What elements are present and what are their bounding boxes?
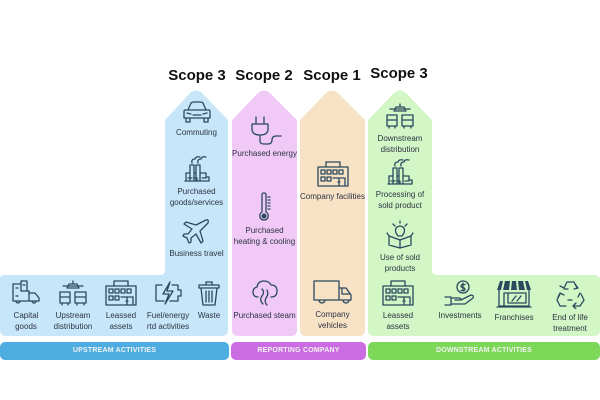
item-leased-assets-downstream: Leassed assets — [372, 279, 424, 332]
item-purchased-energy: Purchased energy — [232, 115, 297, 159]
car-icon — [182, 101, 211, 123]
item-processing-sold-product: Processing of sold product — [368, 158, 432, 211]
plug-icon — [250, 116, 282, 145]
downstream-activities-bar: DOWNSTREAM ACTIVITIES — [368, 342, 600, 360]
item-label: Purchased energy — [232, 149, 297, 158]
item-label: Use of sold products — [379, 253, 421, 273]
item-label: End of life treatment — [552, 313, 588, 333]
hand-coin-icon — [444, 280, 474, 306]
item-leased-assets-upstream: Leassed assets — [98, 279, 144, 332]
transport-icon — [386, 103, 414, 129]
heading-scope1: Scope 1 — [303, 67, 361, 84]
item-use-of-sold-products: Use of sold products — [368, 219, 432, 274]
item-purchased-goods: Purchased goods/services — [165, 155, 228, 208]
item-end-of-life: End of life treatment — [544, 279, 596, 334]
recycle-icon — [556, 281, 585, 309]
item-downstream-distribution: Downstream distribution — [368, 102, 432, 155]
item-business-travel: Business travel — [165, 217, 228, 259]
building-icon — [105, 280, 137, 306]
item-label: Waste — [197, 311, 221, 320]
item-company-vehicles: Company vehicles — [300, 278, 365, 331]
scope1-panel — [300, 90, 365, 336]
heading-scope2: Scope 2 — [235, 67, 293, 84]
item-purchased-steam: Purchased steam — [232, 277, 297, 321]
item-company-facilities: Company facilities — [300, 160, 365, 202]
item-commuting: Commuting — [165, 100, 228, 138]
truck-icon — [312, 280, 352, 304]
item-label: Purchased steam — [233, 311, 296, 320]
item-label: Processing of sold product — [375, 190, 425, 210]
item-waste: Waste — [192, 279, 226, 321]
item-label: Upstream distribution — [53, 311, 93, 331]
item-investments: Investments — [432, 279, 488, 321]
scope2-panel — [232, 90, 297, 336]
downstream-panel — [368, 90, 600, 336]
item-fuel-energy: Fuel/energy rtd activities — [144, 279, 192, 332]
item-label: Downstream distribution — [377, 134, 423, 154]
item-franchises: Franchises — [488, 279, 540, 323]
item-capital-goods: Capital goods — [2, 279, 50, 332]
reporting-company-bar: REPORTING COMPANY — [231, 342, 366, 360]
building-icon — [382, 280, 414, 306]
heading-scope3-downstream: Scope 3 — [370, 65, 428, 82]
item-label: Business travel — [169, 249, 224, 258]
lightbulb-box-icon — [386, 220, 414, 249]
factory-icon — [387, 159, 413, 185]
item-label: Capital goods — [13, 311, 39, 331]
heading-scope3-upstream: Scope 3 — [168, 67, 226, 84]
transport-icon — [59, 280, 87, 306]
item-label: Fuel/energy rtd activities — [146, 311, 190, 331]
battery-bolt-icon — [155, 281, 182, 305]
steam-cloud-icon — [251, 280, 278, 306]
trash-bin-icon — [198, 281, 220, 306]
item-label: Company vehicles — [315, 310, 350, 330]
airplane-icon — [181, 219, 209, 244]
item-upstream-distribution: Upstream distribution — [50, 279, 96, 332]
building-icon — [316, 161, 349, 187]
item-label: Leassed assets — [105, 311, 137, 331]
thermometer-icon — [258, 192, 271, 221]
item-label: Investments — [438, 311, 482, 320]
item-purchased-heating-cooling: Purchased heating & cooling — [232, 192, 297, 247]
item-label: Commuting — [176, 128, 217, 137]
item-label: Purchased heating & cooling — [233, 226, 296, 246]
upstream-activities-bar: UPSTREAM ACTIVITIES — [0, 342, 229, 360]
upstream-panel — [0, 90, 228, 336]
factory-icon — [183, 156, 210, 182]
storefront-icon — [496, 280, 532, 308]
item-label: Company facilities — [300, 192, 365, 201]
item-label: Leassed assets — [382, 311, 414, 331]
item-label: Purchased goods/services — [169, 187, 224, 207]
delivery-truck-boxes-icon — [12, 280, 40, 304]
item-label: Franchises — [494, 313, 534, 322]
